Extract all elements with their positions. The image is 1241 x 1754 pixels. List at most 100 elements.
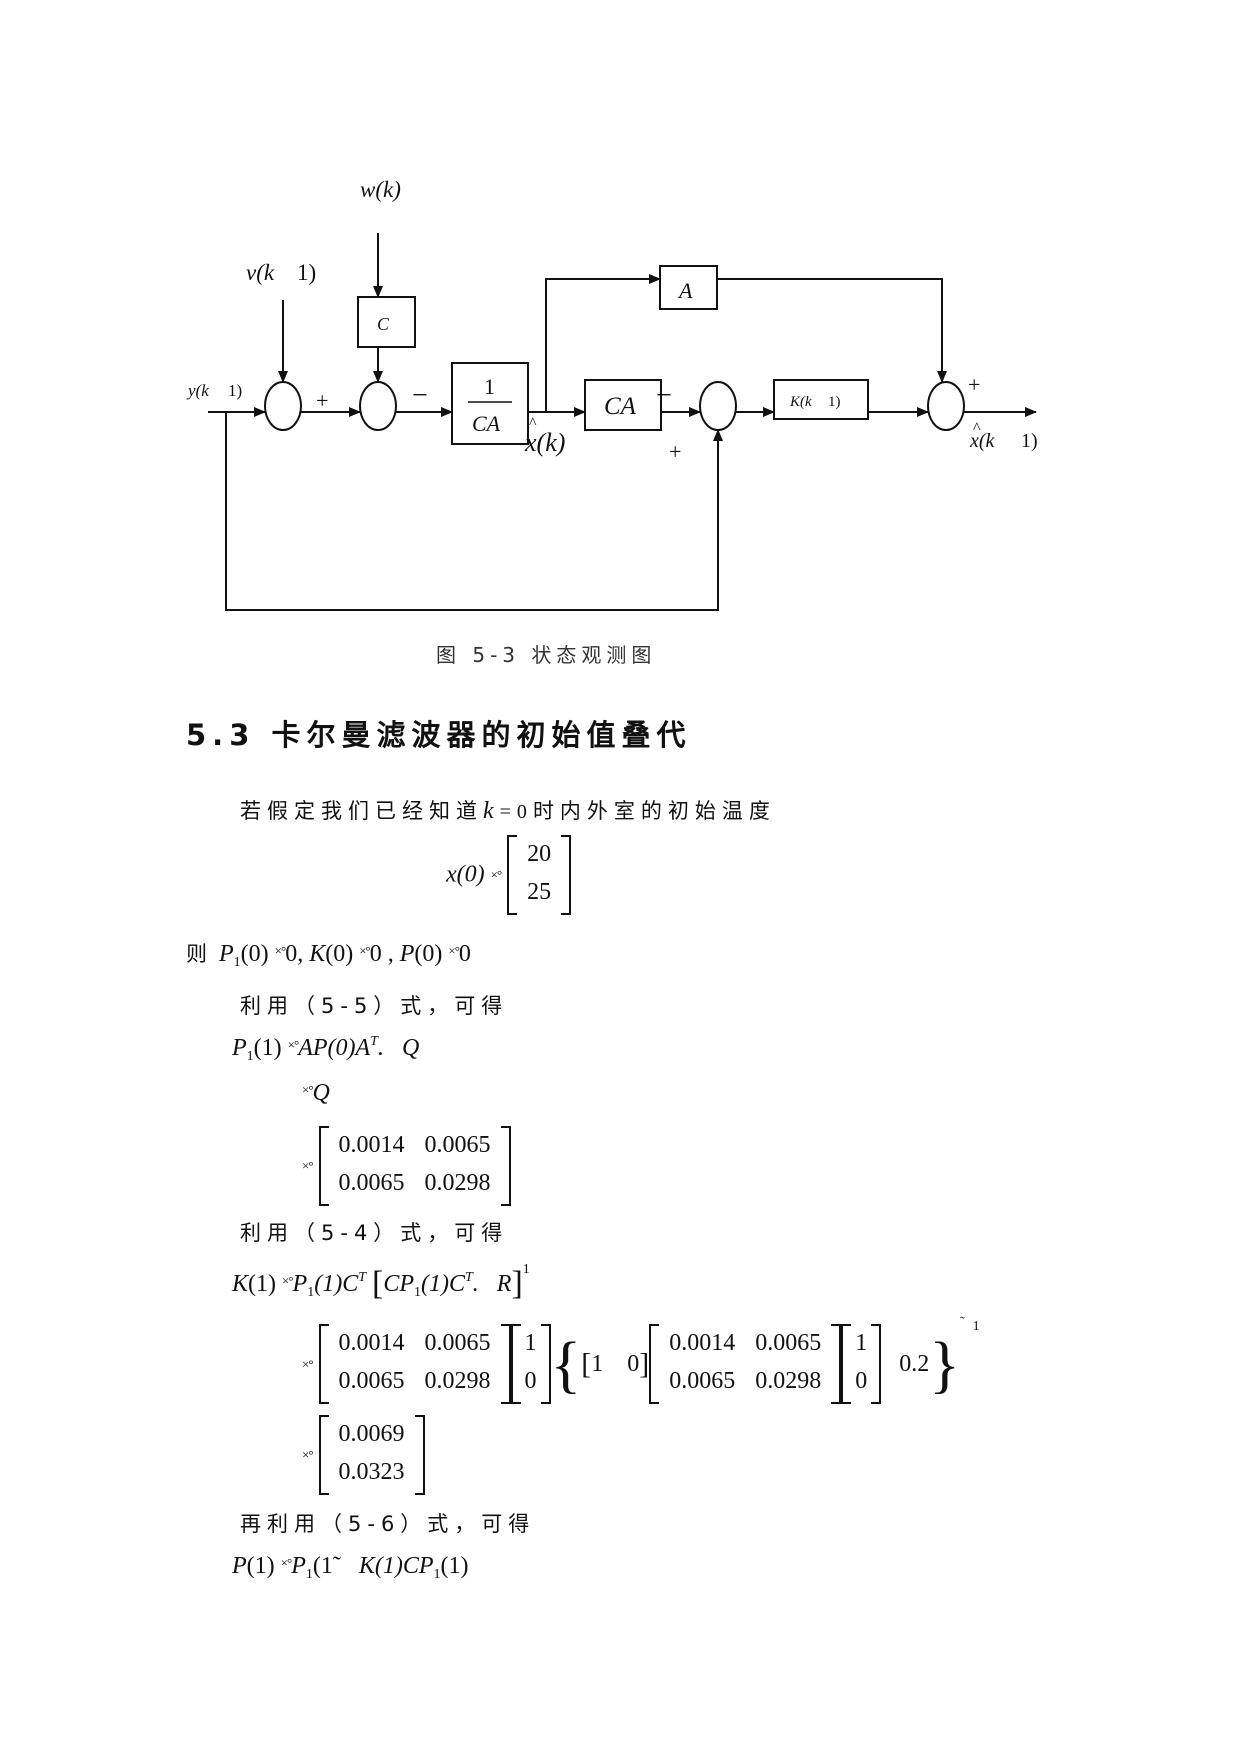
block-ca [584, 379, 662, 431]
para-var-k: k [483, 798, 500, 824]
use-eq-5-6: 再利用（5-6）式，可得 [240, 1512, 536, 1536]
cp1-subscript: 1 [414, 1285, 421, 1300]
label-xhat-k: x(k) [524, 428, 565, 457]
transpose-superscript: T [465, 1270, 473, 1285]
row-open-bracket: [ [581, 1347, 592, 1381]
paragraph-initial-temp: 若假定我们已经知道k=0时内外室的初始温度 [240, 795, 776, 825]
cp1-symbol: CP [383, 1271, 414, 1297]
p1-value: 0, [285, 941, 304, 967]
k1-matrix-2: 0.0014 0.0065 0.0065 0.0298 [649, 1324, 842, 1405]
cp1-end: . R [472, 1271, 512, 1297]
eq-symbol: ×° [282, 1273, 293, 1288]
equation-p1-1: P1(1) ×°AP(0)AT. Q [232, 1034, 419, 1065]
label-xhat-k1-a: x(k [969, 430, 996, 452]
block-inverse-ca [451, 362, 529, 445]
x0-value: 25 [527, 879, 552, 905]
hat-xk1: ^ [973, 420, 981, 437]
eq-symbol: ×° [302, 1447, 313, 1462]
eq-symbol: ×° [302, 1158, 313, 1173]
p1-subscript: 1 [233, 955, 241, 970]
matrix-cell: 0.0014 [338, 1330, 405, 1357]
matrix-cell: 0.0065 [338, 1170, 405, 1196]
p-argument: (1) [246, 1553, 275, 1579]
matrix-cell: 0.0014 [338, 1132, 405, 1158]
k-value: 0 , [369, 941, 394, 967]
kcp1-subscript: 1 [433, 1567, 441, 1582]
k-argument: (1) [248, 1271, 276, 1297]
p1-symbol: P [292, 1271, 308, 1297]
block-k [773, 379, 869, 420]
matrix-cell: 0.0014 [669, 1330, 736, 1357]
label-frac-den: CA [472, 411, 501, 436]
p1-subscript: 1 [305, 1567, 313, 1582]
matrix-cell: 0.0298 [424, 1368, 491, 1395]
label-v-k-1: 1) [297, 260, 316, 285]
row-cell: 0 [627, 1350, 640, 1377]
p1-argument: (1)C [314, 1271, 359, 1297]
state-observer-diagram: w(k) v(k 1) y(k 1) C A CA 1 CA K(k 1) ^ … [186, 177, 1038, 611]
matrix-cell: 0.0298 [755, 1368, 822, 1395]
p1-argument: (1) [253, 1035, 282, 1061]
left-bracket: [ [372, 1265, 384, 1302]
p1-rhs: AP(0)A [298, 1035, 371, 1061]
left-brace: { [550, 1328, 582, 1400]
summing-junction-4 [927, 381, 965, 431]
p1-subscript: 1 [246, 1049, 254, 1064]
p-symbol: P [399, 941, 415, 967]
eq-symbol: ×° [302, 1082, 313, 1097]
label-y-k-1: 1) [228, 381, 242, 400]
label-v-k: v(k [246, 260, 275, 285]
matrix-cell: 0.0065 [338, 1368, 405, 1395]
label-k-k: K(k [789, 394, 812, 410]
p1-symbol: P [219, 941, 234, 967]
use-eq-5-5: 利用（5-5）式，可得 [240, 994, 509, 1018]
row-close-bracket: ] [639, 1347, 650, 1381]
summing-junction-1 [264, 381, 302, 431]
right-bracket: ] [511, 1265, 523, 1302]
figure-caption: 图 5-3 状态观测图 [436, 643, 657, 667]
label-xhat-k1-b: 1) [1021, 430, 1038, 452]
label-a: A [677, 278, 693, 303]
summing-junction-2 [359, 381, 397, 431]
eq-symbol: ×° [274, 943, 286, 958]
p-symbol: P [232, 1553, 247, 1579]
vector-cell: 1 [524, 1330, 537, 1357]
k-argument: (0) [325, 941, 354, 967]
right-brace: } [929, 1328, 960, 1400]
tilde-mark: ˜ [959, 1315, 965, 1330]
use-eq-5-4: 利用（5-4）式，可得 [240, 1221, 509, 1245]
equation-p1-1-step2: ×°Q [302, 1080, 330, 1107]
kcp1-argument: (1) [440, 1553, 469, 1579]
sign-plus-2: + [669, 439, 681, 464]
block-c [357, 296, 416, 348]
equation-p-1: P(1) ×°P1(1˜ K(1)CP1(1) [232, 1553, 469, 1583]
para-text-before: 若假定我们已经知道 [240, 799, 483, 823]
label-c: C [377, 314, 390, 334]
vector-cell: 0 [524, 1368, 537, 1395]
vector-cell: 0.0069 [338, 1421, 405, 1447]
p1-argument: (0) [240, 941, 269, 967]
transpose-superscript: T [370, 1034, 378, 1049]
p1-symbol: P [232, 1035, 247, 1061]
label-frac-num: 1 [484, 374, 495, 399]
label-y-k: y(k [186, 381, 209, 400]
vector-cell: 0 [855, 1368, 868, 1395]
matrix-cell: 0.0065 [755, 1330, 822, 1357]
p1-rhs-end: . Q [377, 1035, 420, 1061]
para-text-after: 时内外室的初始温度 [532, 799, 776, 823]
summing-junction-3 [699, 381, 737, 431]
para-eq: =0 [499, 801, 533, 823]
eq-symbol: ×° [280, 1555, 292, 1570]
eq-symbol: ×° [490, 867, 502, 882]
matrix-cell: 0.0065 [669, 1368, 736, 1395]
noise-r-value: 0.2 [899, 1350, 930, 1377]
transpose-superscript: T [358, 1270, 366, 1285]
hat-xk: ^ [529, 415, 537, 432]
vector-cell: 1 [855, 1330, 868, 1357]
